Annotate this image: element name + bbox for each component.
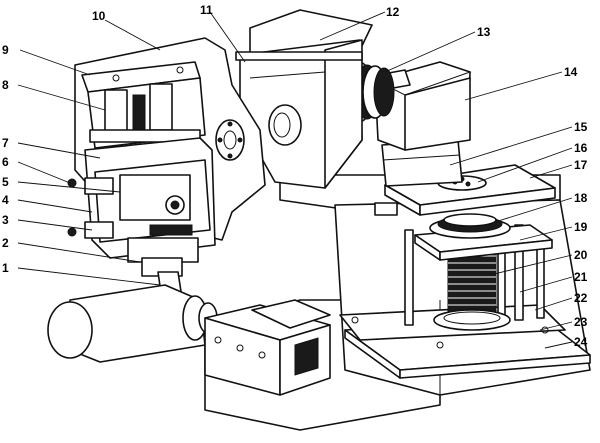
label-4: 4 xyxy=(2,193,9,207)
guide-columns xyxy=(404,224,545,326)
label-8: 8 xyxy=(2,78,9,92)
label-6: 6 xyxy=(2,155,9,169)
label-22: 22 xyxy=(574,291,588,305)
upper-clamp-assembly xyxy=(81,61,206,149)
label-20: 20 xyxy=(574,248,588,262)
label-14: 14 xyxy=(564,65,578,79)
platform-lower xyxy=(414,213,553,261)
label-23: 23 xyxy=(574,315,588,329)
spring-stack xyxy=(433,249,511,331)
label-15: 15 xyxy=(574,120,588,134)
label-24: 24 xyxy=(574,335,588,349)
upper-motor xyxy=(373,61,472,151)
platform-upper xyxy=(384,164,556,216)
label-5: 5 xyxy=(2,175,9,189)
label-1: 1 xyxy=(2,261,9,275)
label-17: 17 xyxy=(574,158,588,172)
label-16: 16 xyxy=(574,141,588,155)
label-9: 9 xyxy=(2,43,9,57)
label-12: 12 xyxy=(386,5,400,19)
leader-lines xyxy=(17,11,573,349)
label-7: 7 xyxy=(2,136,9,150)
part-labels: 1 2 3 4 5 6 7 8 9 10 11 12 13 14 15 16 1… xyxy=(2,3,588,349)
load-column xyxy=(374,139,463,216)
label-11: 11 xyxy=(200,3,213,17)
label-18: 18 xyxy=(574,191,588,205)
lower-motor xyxy=(47,284,218,363)
label-19: 19 xyxy=(574,220,588,234)
label-2: 2 xyxy=(2,236,9,250)
label-3: 3 xyxy=(2,213,9,227)
label-10: 10 xyxy=(92,9,106,23)
lower-clamp-assembly xyxy=(67,137,216,277)
label-13: 13 xyxy=(477,25,491,39)
gearbox xyxy=(235,9,373,189)
clamp-block xyxy=(204,299,331,396)
label-21: 21 xyxy=(574,270,588,284)
